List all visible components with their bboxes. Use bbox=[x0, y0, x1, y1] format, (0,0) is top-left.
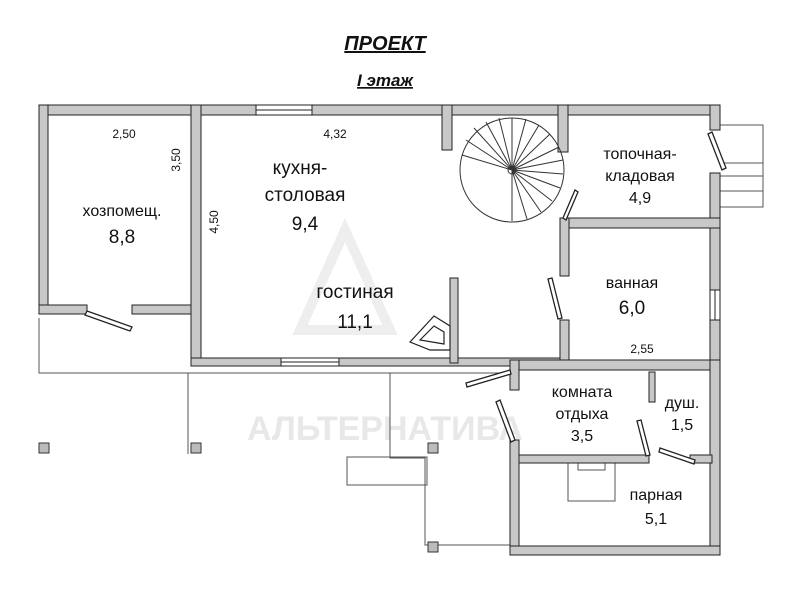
room-rest-name-2: отдыха bbox=[556, 406, 609, 423]
room-rest-area: 3,5 bbox=[571, 428, 593, 445]
room-boiler-name-2: кладовая bbox=[605, 168, 675, 185]
room-steam: парная 5,1 bbox=[630, 487, 683, 528]
watermark: АЛЬТЕРНАТИВА bbox=[247, 217, 523, 448]
windows bbox=[255, 104, 721, 367]
room-kitchen-area: 9,4 bbox=[292, 214, 319, 235]
room-boiler: топочная- кладовая 4,9 bbox=[603, 146, 676, 207]
room-kitchen-name-1: кухня- bbox=[273, 158, 328, 179]
terrace-outline bbox=[38, 124, 764, 546]
room-kitchen: кухня- столовая 9,4 bbox=[265, 158, 346, 235]
room-bathroom-area: 6,0 bbox=[619, 298, 645, 319]
room-utility: хозпомещ. 8,8 bbox=[83, 203, 162, 248]
dim-bath-width: 2,55 bbox=[630, 342, 654, 356]
spiral-staircase bbox=[459, 117, 565, 223]
room-shower-area: 1,5 bbox=[671, 417, 693, 434]
room-boiler-area: 4,9 bbox=[629, 190, 651, 207]
room-living-area: 11,1 bbox=[337, 312, 373, 333]
dim-utility-width: 2,50 bbox=[112, 127, 136, 141]
room-utility-area: 8,8 bbox=[109, 227, 135, 248]
room-rest-name-1: комната bbox=[552, 384, 613, 401]
room-bathroom: ванная 6,0 bbox=[606, 275, 658, 319]
room-utility-name: хозпомещ. bbox=[83, 203, 162, 220]
plan-title: ПРОЕКТ bbox=[344, 33, 427, 55]
room-shower: душ. 1,5 bbox=[665, 395, 700, 434]
room-steam-name: парная bbox=[630, 487, 683, 504]
dim-utility-depth: 3,50 bbox=[169, 148, 183, 172]
watermark-text: АЛЬТЕРНАТИВА bbox=[247, 410, 523, 448]
room-living-name: гостиная bbox=[316, 282, 393, 303]
room-shower-name: душ. bbox=[665, 395, 700, 412]
walls bbox=[38, 104, 721, 556]
room-rest: комната отдыха 3,5 bbox=[552, 384, 613, 445]
room-bathroom-name: ванная bbox=[606, 275, 658, 292]
doors bbox=[84, 131, 727, 465]
room-steam-area: 5,1 bbox=[645, 511, 667, 528]
room-boiler-name-1: топочная- bbox=[603, 146, 676, 163]
floor-label: I этаж bbox=[357, 71, 414, 90]
room-living: гостиная 11,1 bbox=[316, 282, 393, 333]
fireplace bbox=[408, 315, 451, 351]
posts bbox=[38, 442, 439, 553]
room-kitchen-name-2: столовая bbox=[265, 185, 346, 206]
dim-kitchen-width: 4,32 bbox=[323, 127, 347, 141]
dim-kitchen-depth: 4,50 bbox=[207, 210, 221, 234]
